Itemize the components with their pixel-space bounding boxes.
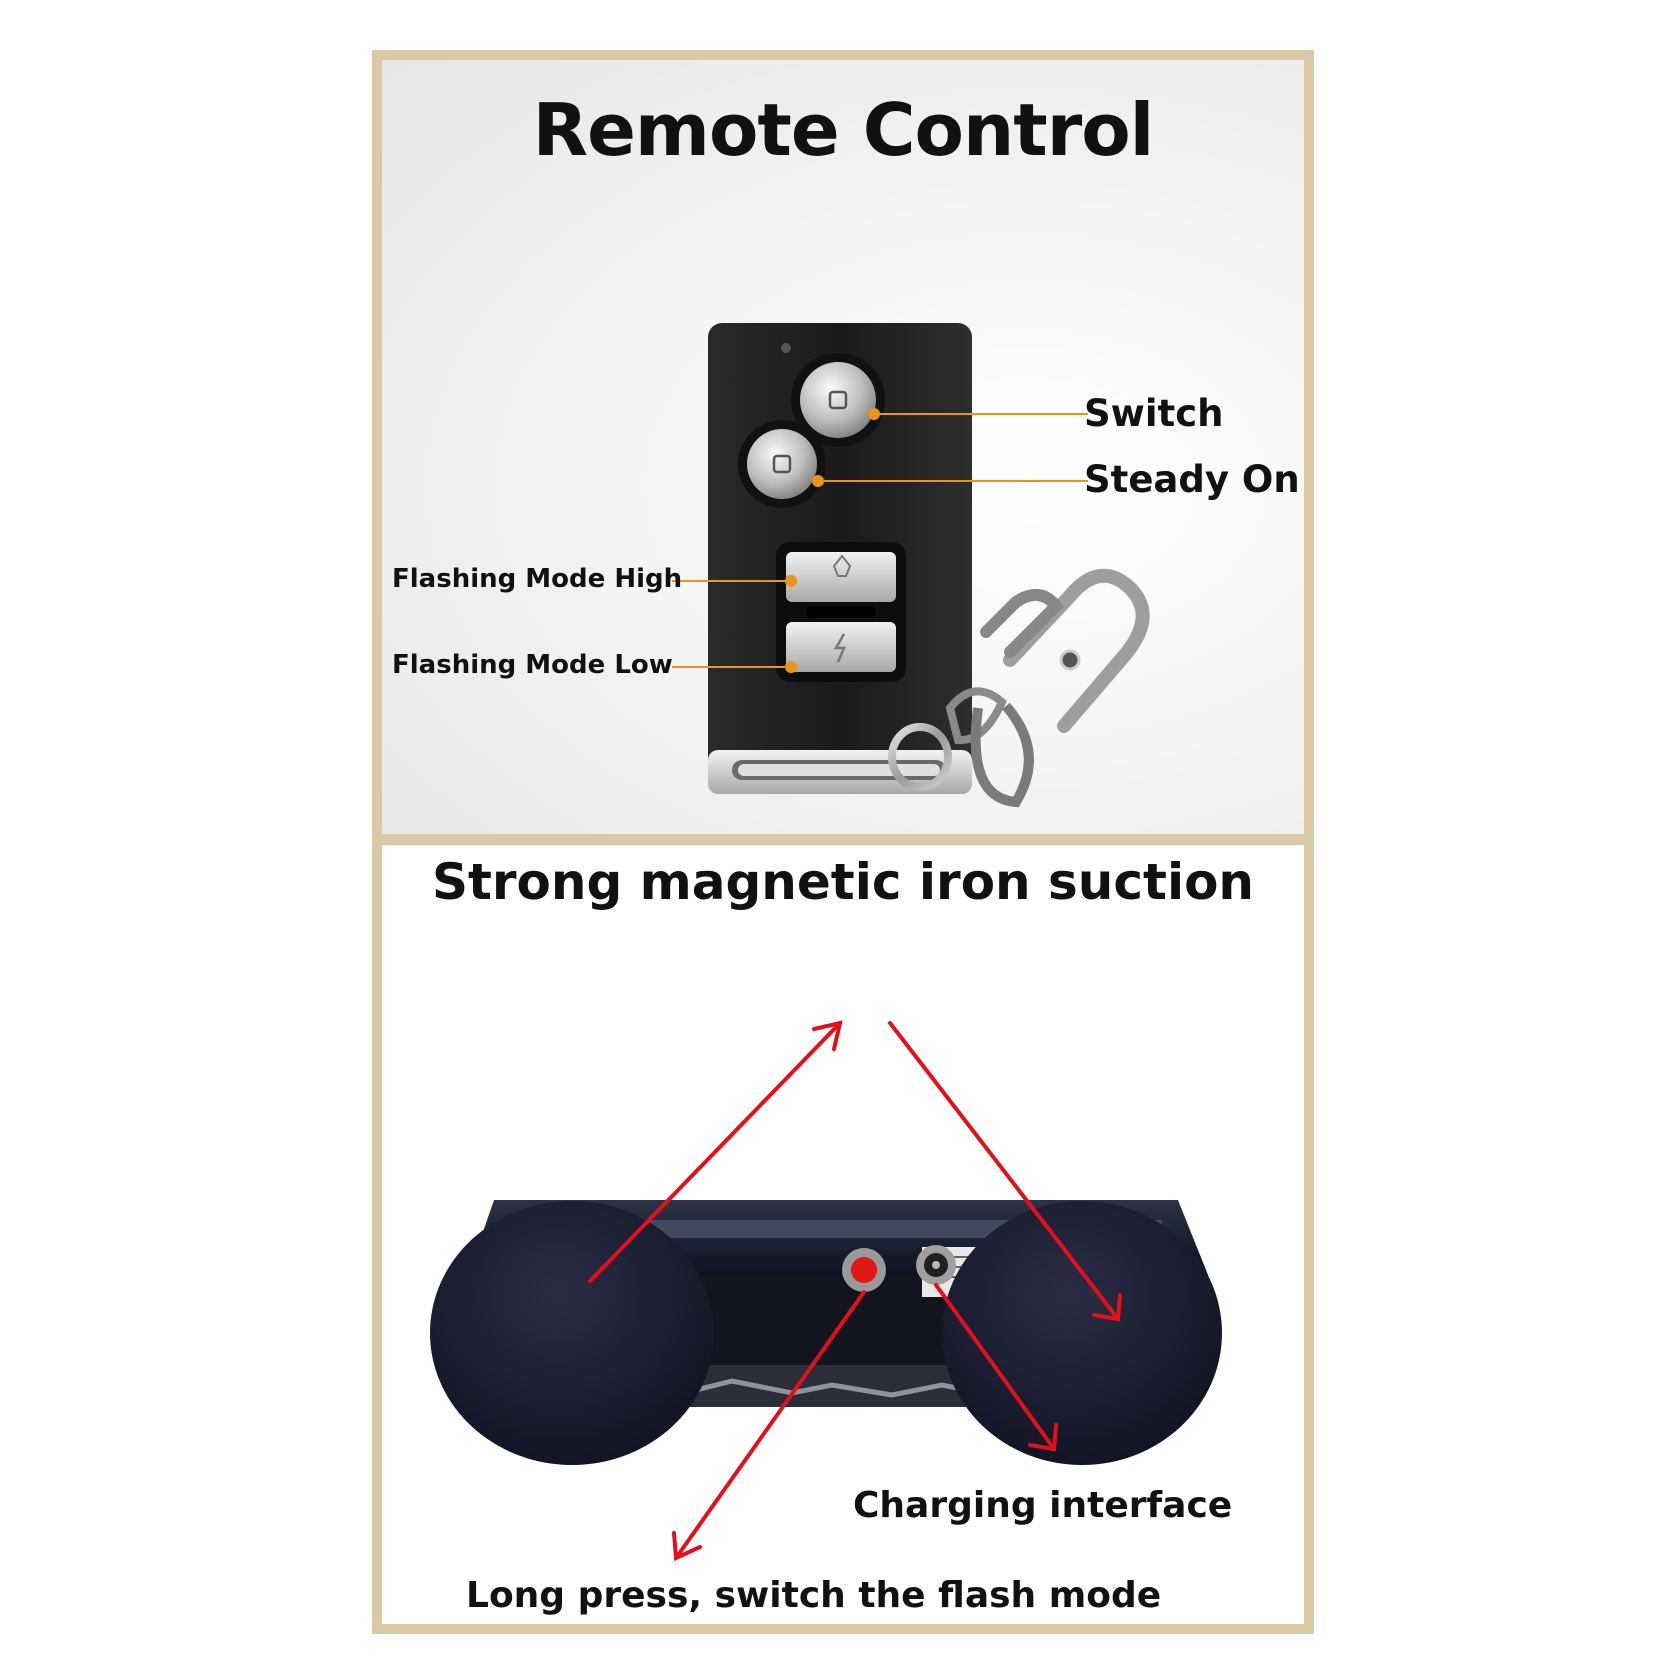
remote-control-title: Remote Control [532, 88, 1155, 172]
image-frame: Remote Control [372, 50, 1314, 1634]
right-magnet [942, 1201, 1222, 1465]
remote-control-illustration [672, 323, 1150, 808]
magnetic-suction-title: Strong magnetic iron suction [431, 853, 1255, 911]
remote-control-panel: Remote Control [382, 60, 1304, 834]
magnetic-suction-panel: Strong magnetic iron suction [382, 845, 1304, 1624]
switch-button [791, 353, 885, 447]
charging-interface-label: Charging interface [853, 1485, 1233, 1526]
long-press-label: Long press, switch the flash mode [466, 1575, 1162, 1616]
flash-buttons [776, 542, 906, 682]
charging-port [916, 1245, 956, 1285]
keyring-clasp [888, 568, 1150, 808]
steady-on-button [738, 420, 826, 508]
callout-leaders [672, 408, 1088, 673]
mode-button [842, 1248, 886, 1292]
flashing-mode-low-label: Flashing Mode Low [392, 650, 673, 680]
flashing-mode-high-label: Flashing Mode High [392, 564, 683, 594]
callout-arrows [588, 1020, 1122, 1562]
light-bar-illustration [430, 1020, 1222, 1562]
steady-on-label: Steady On [1084, 458, 1300, 501]
switch-label: Switch [1084, 392, 1224, 435]
left-magnet [430, 1201, 714, 1465]
